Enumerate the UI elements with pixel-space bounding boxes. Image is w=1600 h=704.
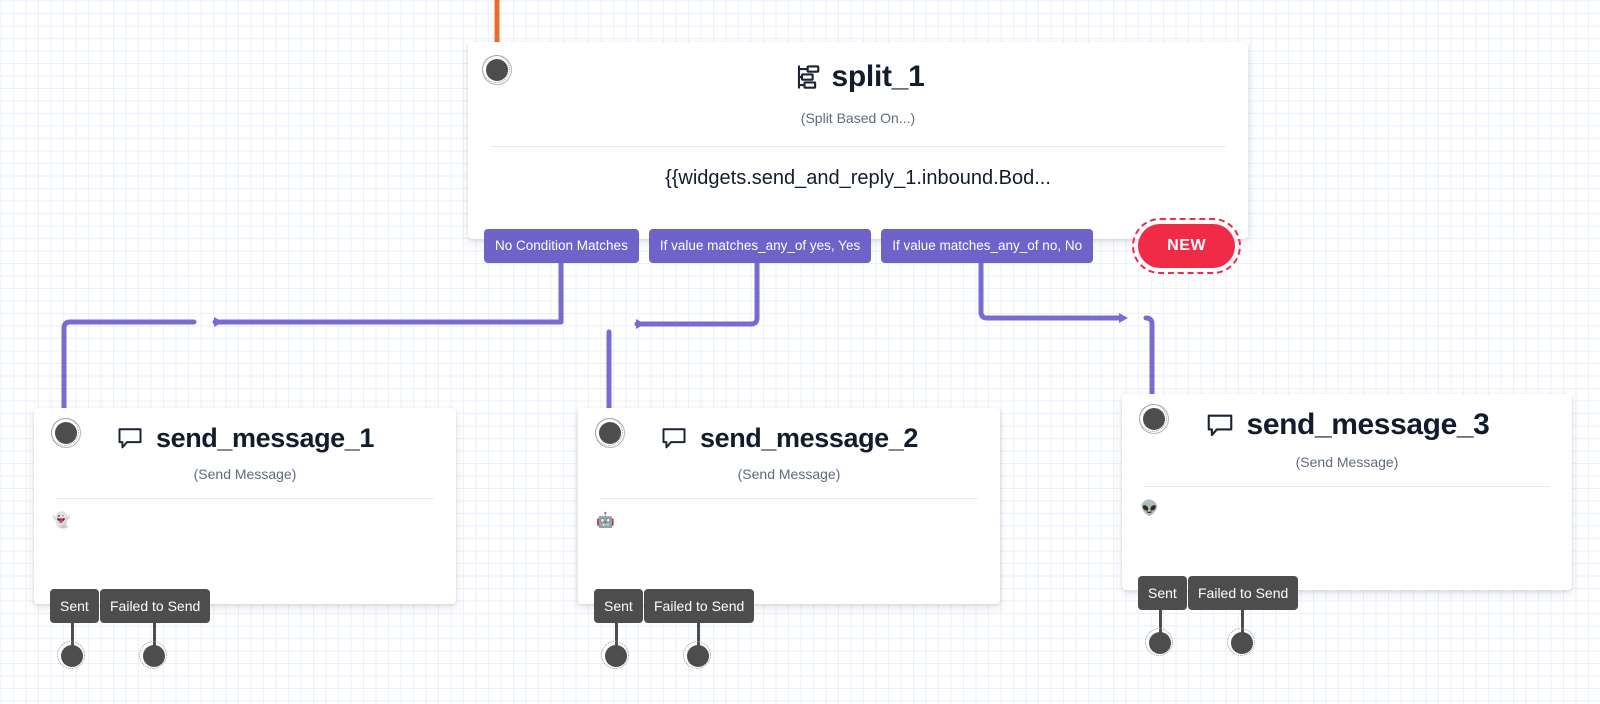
message-3-failed-port[interactable]	[1227, 628, 1255, 656]
message-2-input-port[interactable]	[595, 418, 623, 446]
message-1-sent-stem	[71, 614, 74, 656]
edge-no-condition-to-message-1-drop	[61, 319, 197, 417]
message-2-failed-stem	[697, 614, 700, 656]
robot-emoji: 🤖	[596, 512, 615, 529]
split-expression: {{widgets.send_and_reply_1.inbound.Bod..…	[665, 167, 1051, 189]
split-input-port[interactable]	[482, 55, 510, 83]
message-1-failed-stem	[153, 614, 156, 656]
split-title: split_1	[831, 60, 925, 93]
transition-matches-yes[interactable]: If value matches_any_of yes, Yes	[648, 229, 872, 263]
split-icon	[792, 62, 822, 92]
message-icon	[1205, 410, 1235, 440]
transition-matches-no[interactable]: If value matches_any_of no, No	[881, 229, 1094, 263]
node-send-message-1[interactable]: send_message_1 (Send Message) 👻	[34, 408, 456, 604]
message-icon	[116, 424, 144, 452]
output-sent-message-1[interactable]: Sent	[50, 589, 99, 623]
split-divider	[490, 146, 1226, 147]
node-send-message-2[interactable]: send_message_2 (Send Message) 🤖	[578, 408, 1000, 604]
message-2-title: send_message_2	[699, 422, 919, 453]
node-send-message-3[interactable]: send_message_3 (Send Message) 👽	[1122, 394, 1572, 590]
transition-no-condition-matches[interactable]: No Condition Matches	[484, 229, 639, 263]
message-1-title: send_message_1	[155, 422, 375, 453]
message-3-sent-stem	[1159, 601, 1162, 643]
message-3-title: send_message_3	[1246, 408, 1490, 441]
output-failed-message-3[interactable]: Failed to Send	[1188, 576, 1299, 610]
alien-emoji: 👽	[1140, 500, 1159, 517]
output-sent-message-3[interactable]: Sent	[1138, 576, 1187, 610]
message-2-failed-port[interactable]	[683, 641, 711, 669]
message-1-header: send_message_1	[34, 408, 456, 452]
add-new-transition-button[interactable]: NEW	[1132, 218, 1242, 274]
output-sent-message-2[interactable]: Sent	[594, 589, 643, 623]
message-3-sent-port[interactable]	[1145, 628, 1173, 656]
ghost-emoji: 👻	[52, 512, 71, 529]
message-1-failed-port[interactable]	[139, 641, 167, 669]
message-3-input-port[interactable]	[1139, 404, 1167, 432]
message-1-subtitle: (Send Message)	[193, 466, 297, 482]
message-1-input-port[interactable]	[51, 418, 79, 446]
message-3-divider	[1144, 486, 1550, 487]
message-2-header: send_message_2	[578, 408, 1000, 452]
output-failed-message-1[interactable]: Failed to Send	[100, 589, 211, 623]
message-1-sent-port[interactable]	[57, 641, 85, 669]
message-2-divider	[600, 498, 978, 499]
edge-no-to-message-3	[978, 259, 1128, 323]
message-3-failed-stem	[1241, 601, 1244, 643]
message-2-sent-port[interactable]	[601, 641, 629, 669]
message-2-subtitle: (Send Message)	[737, 466, 841, 482]
message-1-divider	[56, 498, 434, 499]
split-transitions: No Condition Matches If value matches_an…	[484, 218, 1242, 274]
split-subtitle: (Split Based On...)	[800, 110, 916, 126]
output-failed-message-2[interactable]: Failed to Send	[644, 589, 755, 623]
message-icon	[660, 424, 688, 452]
node-split-1[interactable]: split_1 (Split Based On...) {{widgets.se…	[468, 42, 1248, 239]
edge-no-condition-to-message-1	[212, 259, 564, 327]
message-2-sent-stem	[615, 614, 618, 656]
message-3-header: send_message_3	[1122, 394, 1572, 440]
edge-yes-to-message-2	[634, 259, 760, 329]
split-header: split_1	[468, 42, 1248, 92]
edge-no-to-message-3-drop	[1143, 315, 1155, 403]
message-3-subtitle: (Send Message)	[1295, 454, 1399, 470]
